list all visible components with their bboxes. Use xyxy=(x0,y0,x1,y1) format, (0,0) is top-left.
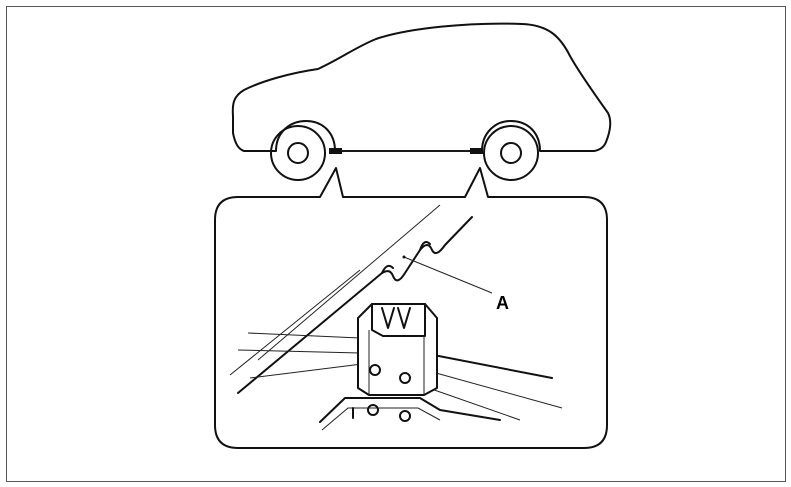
sill-notch-2 xyxy=(419,241,431,251)
lift-arm-edge xyxy=(417,351,553,379)
lift-arm-line-5 xyxy=(419,384,521,421)
sill-inner-line xyxy=(229,269,361,376)
car-body-outline xyxy=(231,22,612,152)
lift-arm-line-4 xyxy=(249,363,363,379)
saddle-bolt-2 xyxy=(399,372,411,384)
callout-label-a: A xyxy=(496,293,509,313)
sill-notch-1 xyxy=(381,264,394,274)
front-jack-point-marker xyxy=(470,148,483,154)
callout-leader-line xyxy=(403,256,493,294)
sill-upper-line xyxy=(257,204,441,361)
base-hole-2 xyxy=(399,410,411,422)
lift-arm-line-1 xyxy=(247,332,361,339)
detail-callout-panel xyxy=(214,167,608,449)
lift-arm-line-3 xyxy=(417,367,563,409)
jack-point-detail xyxy=(229,204,563,431)
jack-saddle xyxy=(357,303,438,396)
sill-flange-edge xyxy=(237,216,473,394)
figure-frame xyxy=(6,6,786,482)
rear-wheel xyxy=(270,125,326,181)
saddle-bolt-1 xyxy=(369,364,381,376)
rear-jack-point-marker xyxy=(329,148,342,154)
front-wheel xyxy=(483,125,539,181)
jack-base-plate xyxy=(319,397,501,423)
car-side-view xyxy=(231,22,612,181)
lift-arm-line-2 xyxy=(237,349,361,354)
base-hole-1 xyxy=(367,404,379,416)
